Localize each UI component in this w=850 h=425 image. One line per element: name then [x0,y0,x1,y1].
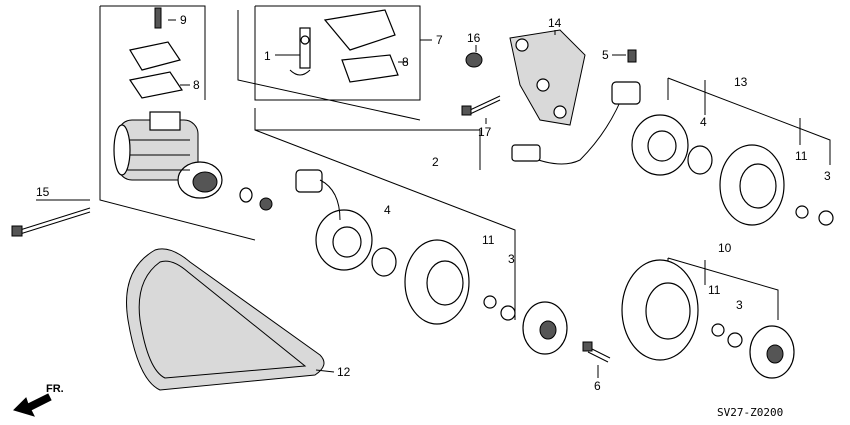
diagram-code: SV27-Z0200 [717,406,783,419]
callout-10: 10 [718,241,732,255]
callout-4a: 4 [700,115,707,129]
callout-15: 15 [36,185,50,199]
callout-16: 16 [467,31,481,45]
callout-7: 7 [436,33,443,47]
compressor [113,111,223,199]
drive-belt [126,248,325,391]
callout-11c: 11 [708,283,721,297]
callout-3a: 3 [824,169,831,183]
callout-12: 12 [337,365,351,379]
callout-11a: 11 [795,149,808,163]
callout-8a: 8 [193,78,200,92]
callouts: 9 8 1 7 8 16 14 5 13 17 4 11 3 2 15 4 11… [36,13,831,393]
compressor-bracket [461,29,586,126]
callout-1: 1 [264,49,271,63]
callout-13: 13 [734,75,748,89]
callout-17: 17 [478,125,492,139]
field-coil-top [511,49,689,176]
shaft-nut [259,197,273,211]
pulley-top-right [687,144,834,226]
callout-3c: 3 [736,298,743,312]
relief-valve-assembly [289,9,399,83]
bolt-15 [11,207,91,237]
front-arrow-icon [13,393,52,417]
bolt-6 [582,341,611,363]
callout-3b: 3 [508,252,515,266]
valve-cover [129,7,183,99]
callout-6: 6 [594,379,601,393]
field-coil-middle [295,169,373,271]
shaft-seal [239,187,253,203]
callout-11b: 11 [482,233,495,247]
callout-4b: 4 [384,203,391,217]
callout-8b: 8 [402,55,409,69]
pulley-middle [371,239,568,355]
leader-lines [36,19,626,378]
callout-5: 5 [602,48,609,62]
direction-label: FR. [46,383,64,395]
group-frames [99,5,831,320]
front-direction-indicator: FR. [13,383,64,417]
callout-2: 2 [432,155,439,169]
callout-9: 9 [180,13,187,27]
pulley-lower-right [621,259,795,379]
callout-14: 14 [548,16,562,30]
